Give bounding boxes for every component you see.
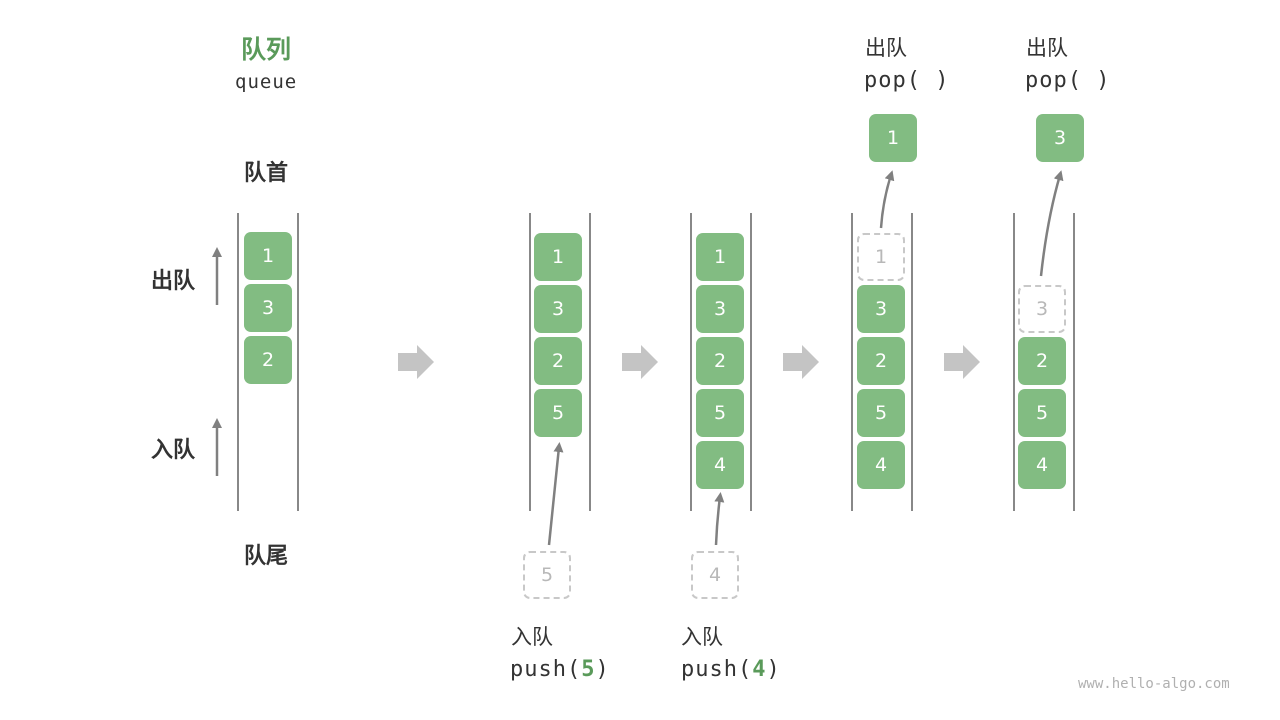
queue-2-item: 2 [696, 337, 744, 385]
queue-0-left-wall [237, 213, 239, 511]
step-arrow-icon [398, 345, 434, 379]
queue-1-item: 2 [534, 337, 582, 385]
queue-2-item: 5 [696, 389, 744, 437]
queue-3-right-wall [911, 213, 913, 511]
queue-2-item: 1 [696, 233, 744, 281]
queue-0-item: 2 [244, 336, 292, 384]
queue-3-item: 4 [857, 441, 905, 489]
queue-1-item: 5 [534, 389, 582, 437]
queue-2-item: 3 [696, 285, 744, 333]
push-5-label: 入队 [511, 625, 553, 649]
diagram-subtitle: queue [235, 71, 298, 93]
queue-3-item: 5 [857, 389, 905, 437]
queue-1-item: 1 [534, 233, 582, 281]
diagram-title: 队列 [241, 35, 292, 64]
enqueue-label: 入队 [151, 438, 196, 463]
pop-1-arrow [879, 170, 895, 229]
queue-3-item: 2 [857, 337, 905, 385]
front-label: 队首 [244, 161, 289, 186]
queue-4-right-wall [1073, 213, 1075, 511]
push-4-label: 入队 [681, 625, 723, 649]
watermark: www.hello-algo.com [1078, 676, 1230, 692]
queue-2-item: 4 [696, 441, 744, 489]
pop-2-label: 出队 [1026, 36, 1068, 60]
queue-4-item: 2 [1018, 337, 1066, 385]
queue-0-item: 3 [244, 284, 292, 332]
queue-2-left-wall [690, 213, 692, 511]
queue-2-incoming-item: 4 [691, 551, 739, 599]
step-arrow-icon [622, 345, 658, 379]
dequeue-label: 出队 [151, 269, 196, 294]
queue-1-right-wall [589, 213, 591, 511]
rear-label: 队尾 [244, 544, 289, 569]
queue-2-right-wall [750, 213, 752, 511]
pop-2-code: pop( ) [1025, 68, 1111, 93]
queue-1-left-wall [529, 213, 531, 511]
queue-4-item: 5 [1018, 389, 1066, 437]
queue-1-item: 3 [534, 285, 582, 333]
queue-4-popped-item: 3 [1036, 114, 1084, 162]
queue-3-popped-item: 1 [869, 114, 917, 162]
queue-0-right-wall [297, 213, 299, 511]
queue-3-item: 3 [857, 285, 905, 333]
step-arrow-icon [944, 345, 980, 379]
queue-4-removed-item: 3 [1018, 285, 1066, 333]
step-arrow-icon [783, 345, 819, 379]
push-5-code: push(5) [510, 657, 610, 682]
pop-2-arrow [1039, 170, 1064, 277]
queue-3-removed-item: 1 [857, 233, 905, 281]
push-5-arrow [547, 442, 564, 546]
queue-4-left-wall [1013, 213, 1015, 511]
queue-0-item: 1 [244, 232, 292, 280]
queue-3-left-wall [851, 213, 853, 511]
queue-4-item: 4 [1018, 441, 1066, 489]
push-4-code: push(4) [681, 657, 781, 682]
pop-1-code: pop( ) [864, 68, 950, 93]
queue-1-incoming-item: 5 [523, 551, 571, 599]
push-4-arrow [714, 492, 725, 546]
pop-1-label: 出队 [865, 36, 907, 60]
